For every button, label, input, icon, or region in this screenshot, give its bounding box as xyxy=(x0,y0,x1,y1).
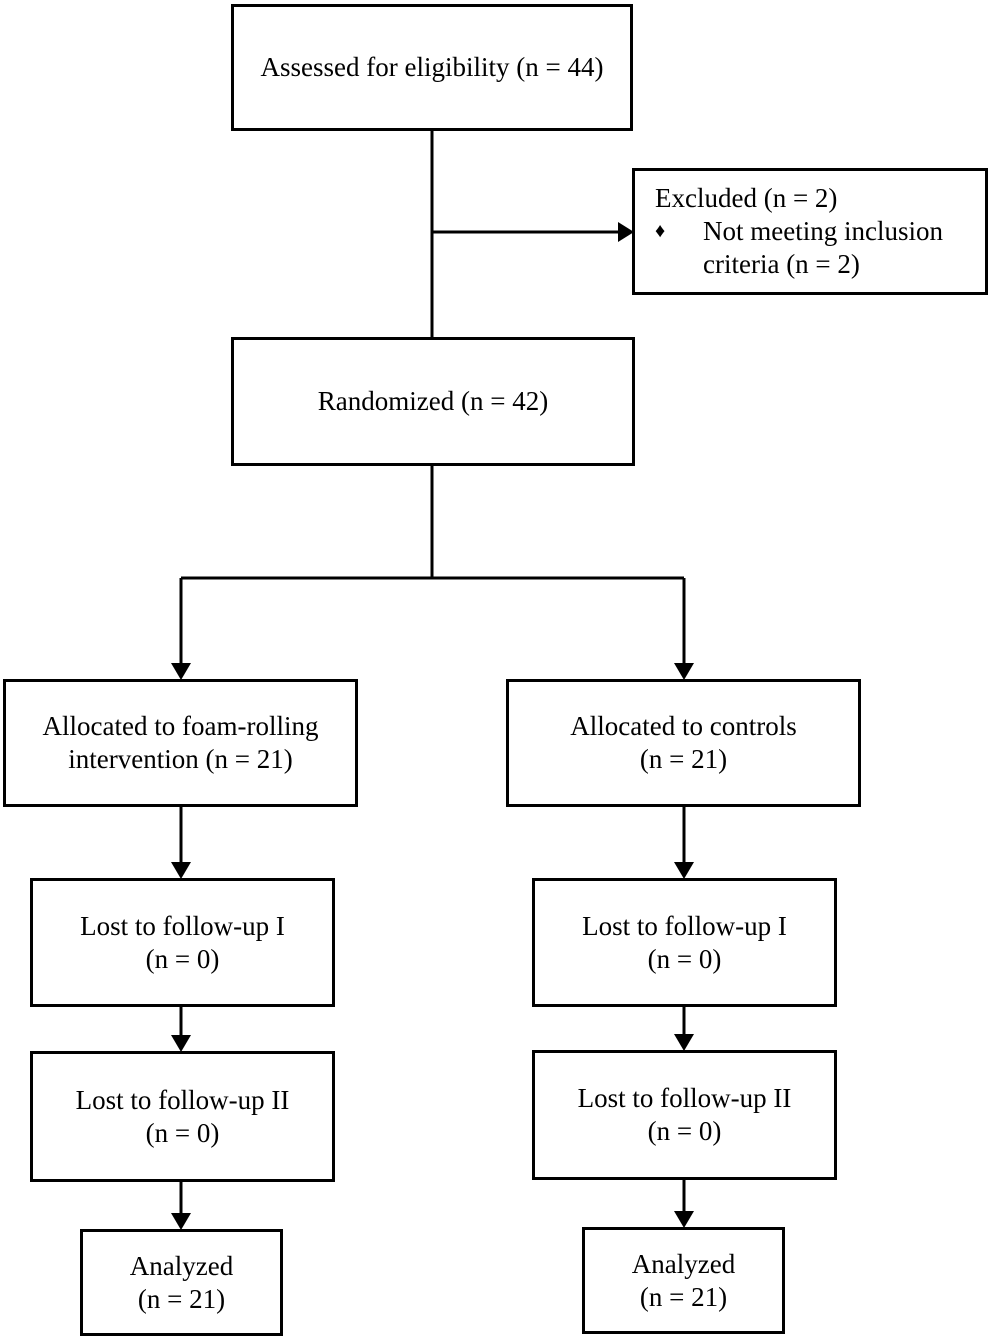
arrow-head-right-analyzed xyxy=(674,1211,694,1228)
left-lost2-box: Lost to follow-up II (n = 0) xyxy=(30,1051,335,1182)
right-allocated-box: Allocated to controls (n = 21) xyxy=(506,679,861,807)
excluded-title: Excluded (n = 2) xyxy=(655,183,838,213)
arrow-head-right-lost2 xyxy=(674,1034,694,1051)
right-allocated-line1: Allocated to controls xyxy=(570,711,797,741)
excluded-item: ♦ Not meeting inclusion xyxy=(655,215,943,248)
arrow-head-left-allocated xyxy=(171,663,191,680)
left-analyzed-line2: (n = 21) xyxy=(137,1283,226,1314)
right-lost1-line1: Lost to follow-up I xyxy=(582,910,787,941)
left-allocated-box: Allocated to foam-rolling intervention (… xyxy=(3,679,358,807)
left-analyzed-line1: Analyzed xyxy=(129,1250,234,1281)
left-lost1-box: Lost to follow-up I (n = 0) xyxy=(30,878,335,1007)
right-allocated-line2: (n = 21) xyxy=(639,744,728,774)
right-analyzed-line2: (n = 21) xyxy=(639,1281,728,1312)
left-lost2-line1: Lost to follow-up II xyxy=(75,1084,290,1115)
arrow-head-left-lost2 xyxy=(171,1035,191,1052)
left-allocated-line1: Allocated to foam-rolling xyxy=(42,711,319,741)
right-lost1-box: Lost to follow-up I (n = 0) xyxy=(532,878,837,1007)
excluded-box: Excluded (n = 2) ♦ Not meeting inclusion… xyxy=(632,168,988,295)
right-lost1-line2: (n = 0) xyxy=(647,943,722,974)
left-lost1-line1: Lost to follow-up I xyxy=(80,910,285,941)
left-allocated-line2: intervention (n = 21) xyxy=(68,744,293,774)
right-analyzed-box: Analyzed (n = 21) xyxy=(582,1227,785,1334)
left-analyzed-box: Analyzed (n = 21) xyxy=(80,1229,283,1336)
arrow-head-excluded xyxy=(618,222,634,242)
right-lost2-line2: (n = 0) xyxy=(647,1116,722,1146)
randomized-text: Randomized (n = 42) xyxy=(317,386,549,416)
assessed-text: Assessed for eligibility (n = 44) xyxy=(260,52,604,82)
left-lost2-line2: (n = 0) xyxy=(145,1117,220,1148)
arrow-head-right-allocated xyxy=(674,663,694,680)
right-analyzed-line1: Analyzed xyxy=(631,1248,736,1279)
arrow-head-left-analyzed xyxy=(171,1213,191,1230)
right-lost2-box: Lost to follow-up II (n = 0) xyxy=(532,1050,837,1180)
excluded-item-line2: criteria (n = 2) xyxy=(703,249,860,279)
diamond-bullet-icon: ♦ xyxy=(655,220,666,242)
right-lost2-line1: Lost to follow-up II xyxy=(577,1083,792,1113)
assessed-box: Assessed for eligibility (n = 44) xyxy=(231,4,633,131)
left-lost1-line2: (n = 0) xyxy=(145,943,220,974)
arrow-head-left-lost1 xyxy=(171,862,191,879)
excluded-item-line1: Not meeting inclusion xyxy=(703,216,943,246)
arrow-head-right-lost1 xyxy=(674,862,694,879)
randomized-box: Randomized (n = 42) xyxy=(231,337,635,466)
